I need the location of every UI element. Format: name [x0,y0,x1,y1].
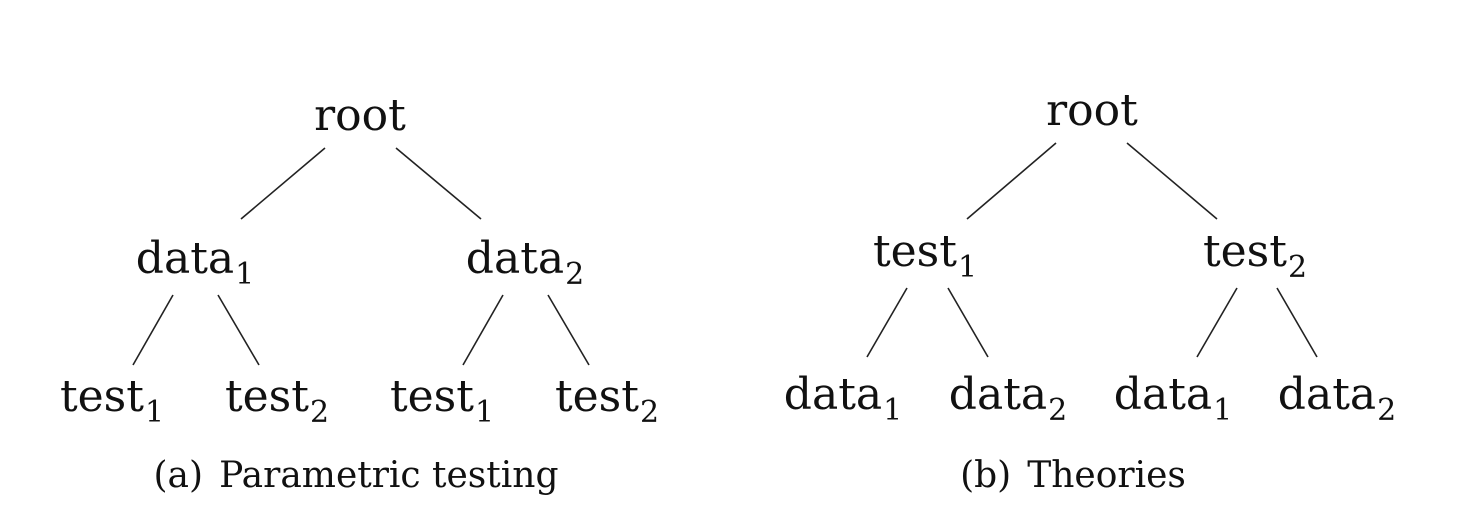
edge-a-r-2 [547,294,590,366]
tree-a-node-right: data2 [465,233,585,292]
edge-a-root-right [395,147,482,220]
tree-b-leaf-1: data1 [783,369,903,428]
edge-b-root-left [966,142,1057,220]
edge-a-r-1 [462,294,504,366]
caption-a-tag: (a) [153,455,204,496]
tree-a-root: root [314,90,406,141]
edge-b-r-2 [1276,287,1318,358]
tree-a-leaf-3: test1 [389,371,495,430]
tree-a-node-left: data1 [135,233,255,292]
caption-a-text: Parametric testing [219,455,559,496]
tree-a-leaf-2: test2 [224,371,330,430]
tree-b-leaf-4: data2 [1277,369,1397,428]
edge-a-l-1 [132,294,174,366]
edge-a-root-left [240,147,326,220]
tree-a-leaf-1: test1 [59,371,165,430]
tree-b-leaf-3: data1 [1113,369,1233,428]
edge-b-root-right [1126,142,1218,220]
tree-b-root: root [1046,85,1138,136]
edge-a-l-2 [217,294,260,366]
tree-b-node-right: test2 [1202,226,1308,285]
caption-b-text: Theories [1027,455,1186,496]
caption-a: (a) Parametric testing [154,455,559,496]
edge-b-l-2 [947,287,989,358]
tree-b-leaf-2: data2 [948,369,1068,428]
tree-a-leaf-4: test2 [554,371,660,430]
edge-b-l-1 [866,287,908,358]
caption-b-tag: (b) [960,455,1012,496]
tree-b-node-left: test1 [872,226,978,285]
caption-b: (b) Theories [960,455,1186,496]
edge-b-r-1 [1196,287,1238,358]
